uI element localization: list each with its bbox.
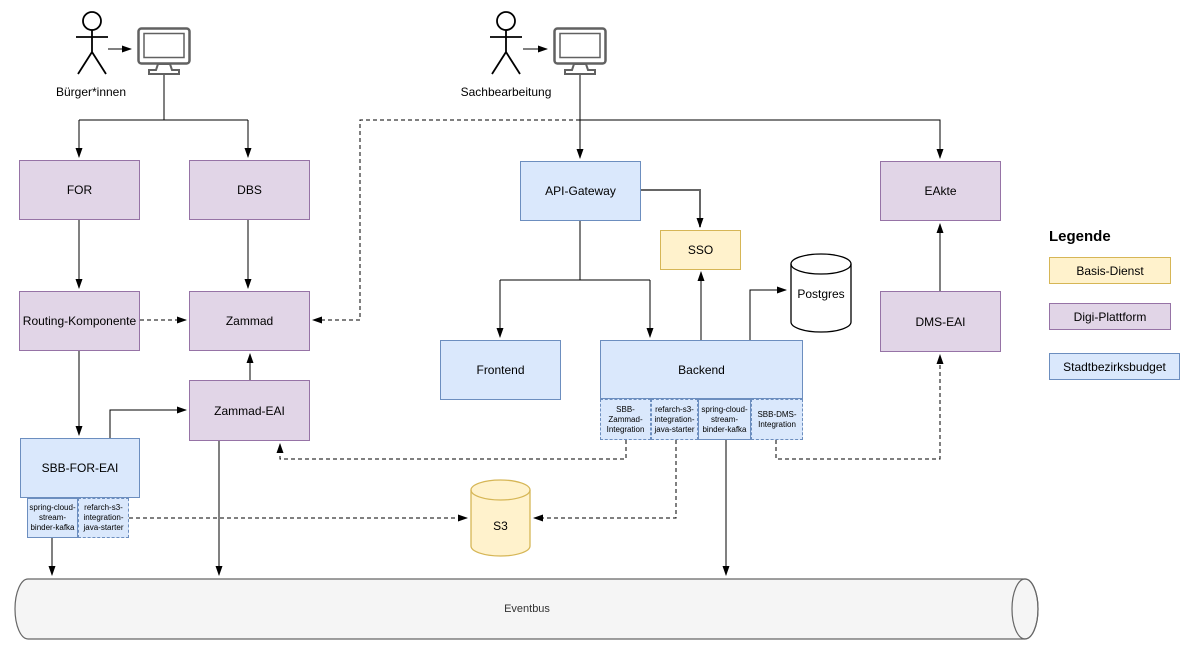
actor-label-buerger: Bürger*innen [55, 85, 127, 99]
node-dbs: DBS [189, 160, 310, 220]
legend-item-basis-dienst: Basis-Dienst [1049, 257, 1171, 284]
module-sbb-zammad-integration: SBB-Zammad-Integration [600, 399, 651, 440]
edge-apigateway-sso [641, 189, 704, 228]
legend-title: Legende [1049, 228, 1111, 245]
module-spring-cloud-stream-binder-kafka: spring-cloud-stream-binder-kafka [27, 498, 78, 538]
person-icon [486, 10, 526, 80]
node-routing-komponente: Routing-Komponente [19, 291, 140, 351]
node-zammad: Zammad [189, 291, 310, 351]
person-icon [72, 10, 112, 80]
module-spring-cloud-stream-binder-kafka: spring-cloud-stream-binder-kafka [698, 399, 751, 440]
monitor-icon [553, 27, 607, 76]
eventbus-pipe: Eventbus [14, 578, 1040, 640]
legend-item-stadtbezirksbudget: Stadtbezirksbudget [1049, 353, 1180, 380]
module-refarch-s3-integration-java-starter: refarch-s3-integration-java-starter [78, 498, 129, 538]
edge-sbbforeai-zammadeai [109, 406, 187, 438]
node-eakte: EAkte [880, 161, 1001, 221]
node-dms-eai: DMS-EAI [880, 291, 1001, 352]
s3-label: S3 [493, 519, 508, 533]
node-backend: Backend [600, 340, 803, 399]
monitor-icon [137, 27, 191, 76]
edge-top-zammad-dashed [312, 119, 580, 324]
edge-monitor2-eakte [580, 119, 944, 159]
node-for: FOR [19, 160, 140, 220]
node-sbb-for-eai: SBB-FOR-EAI [20, 438, 140, 498]
node-api-gateway: API-Gateway [520, 161, 641, 221]
legend-item-digi-plattform: Digi-Plattform [1049, 303, 1171, 330]
postgres-database-icon: Postgres [790, 253, 852, 333]
node-frontend: Frontend [440, 340, 561, 400]
actor-label-sachbearbeitung: Sachbearbeitung [460, 85, 552, 99]
eventbus-label: Eventbus [504, 603, 550, 615]
edge-sbbzammad-zammadeai-dashed [276, 440, 627, 460]
postgres-label: Postgres [797, 287, 845, 301]
node-zammad-eai: Zammad-EAI [189, 380, 310, 441]
edge-refarch2-s3-dashed [533, 440, 677, 522]
edge-sbbdms-dmseai-dashed [775, 354, 944, 460]
edge-monitor1-split [79, 75, 248, 121]
module-refarch-s3-integration-java-starter: refarch-s3-integration-java-starter [651, 399, 698, 440]
module-sbb-dms-integration: SBB-DMS-Integration [751, 399, 803, 440]
edge-apigateway-split [500, 221, 650, 281]
edge-backend-postgres [749, 286, 787, 340]
s3-storage-icon: S3 [470, 479, 531, 557]
node-sso: SSO [660, 230, 741, 270]
